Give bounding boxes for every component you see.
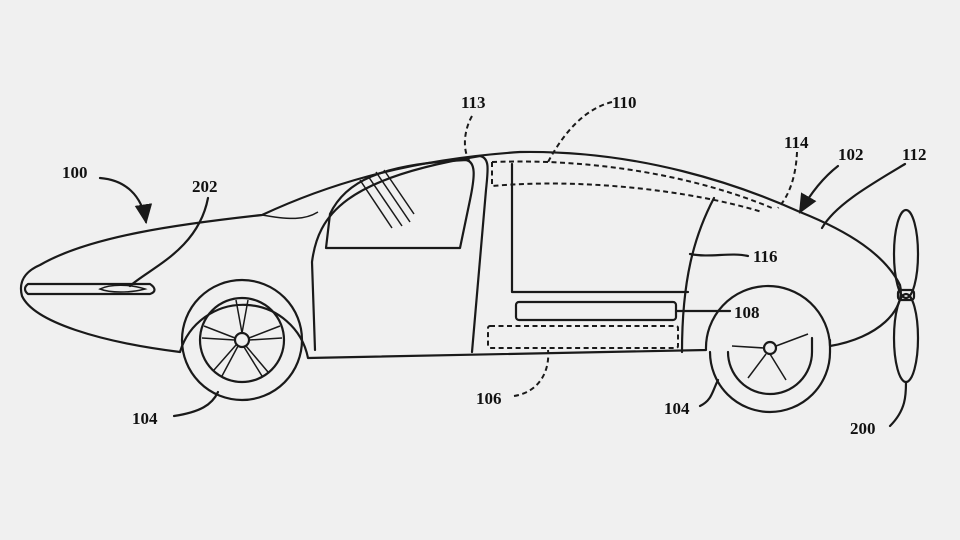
front-door bbox=[310, 154, 489, 354]
rear-wheel bbox=[708, 333, 832, 414]
label-112: 112 bbox=[902, 145, 927, 164]
label-202: 202 bbox=[192, 177, 218, 196]
rear-door bbox=[510, 162, 690, 294]
propeller bbox=[892, 208, 920, 384]
label-108: 108 bbox=[734, 303, 760, 322]
label-102: 102 bbox=[838, 145, 864, 164]
label-104-rear: 104 bbox=[664, 399, 690, 418]
label-110: 110 bbox=[612, 93, 637, 112]
side-light bbox=[23, 282, 156, 296]
label-106: 106 bbox=[476, 389, 502, 408]
battery-compartment bbox=[487, 325, 679, 349]
label-114: 114 bbox=[784, 133, 809, 152]
label-200: 200 bbox=[850, 419, 876, 438]
label-100: 100 bbox=[62, 163, 88, 182]
front-wheel bbox=[180, 278, 304, 402]
label-104-front: 104 bbox=[132, 409, 158, 428]
label-113: 113 bbox=[461, 93, 486, 112]
door-handle bbox=[514, 300, 678, 322]
front-window bbox=[324, 158, 475, 250]
roof-panel bbox=[491, 160, 773, 209]
label-116: 116 bbox=[753, 247, 778, 266]
